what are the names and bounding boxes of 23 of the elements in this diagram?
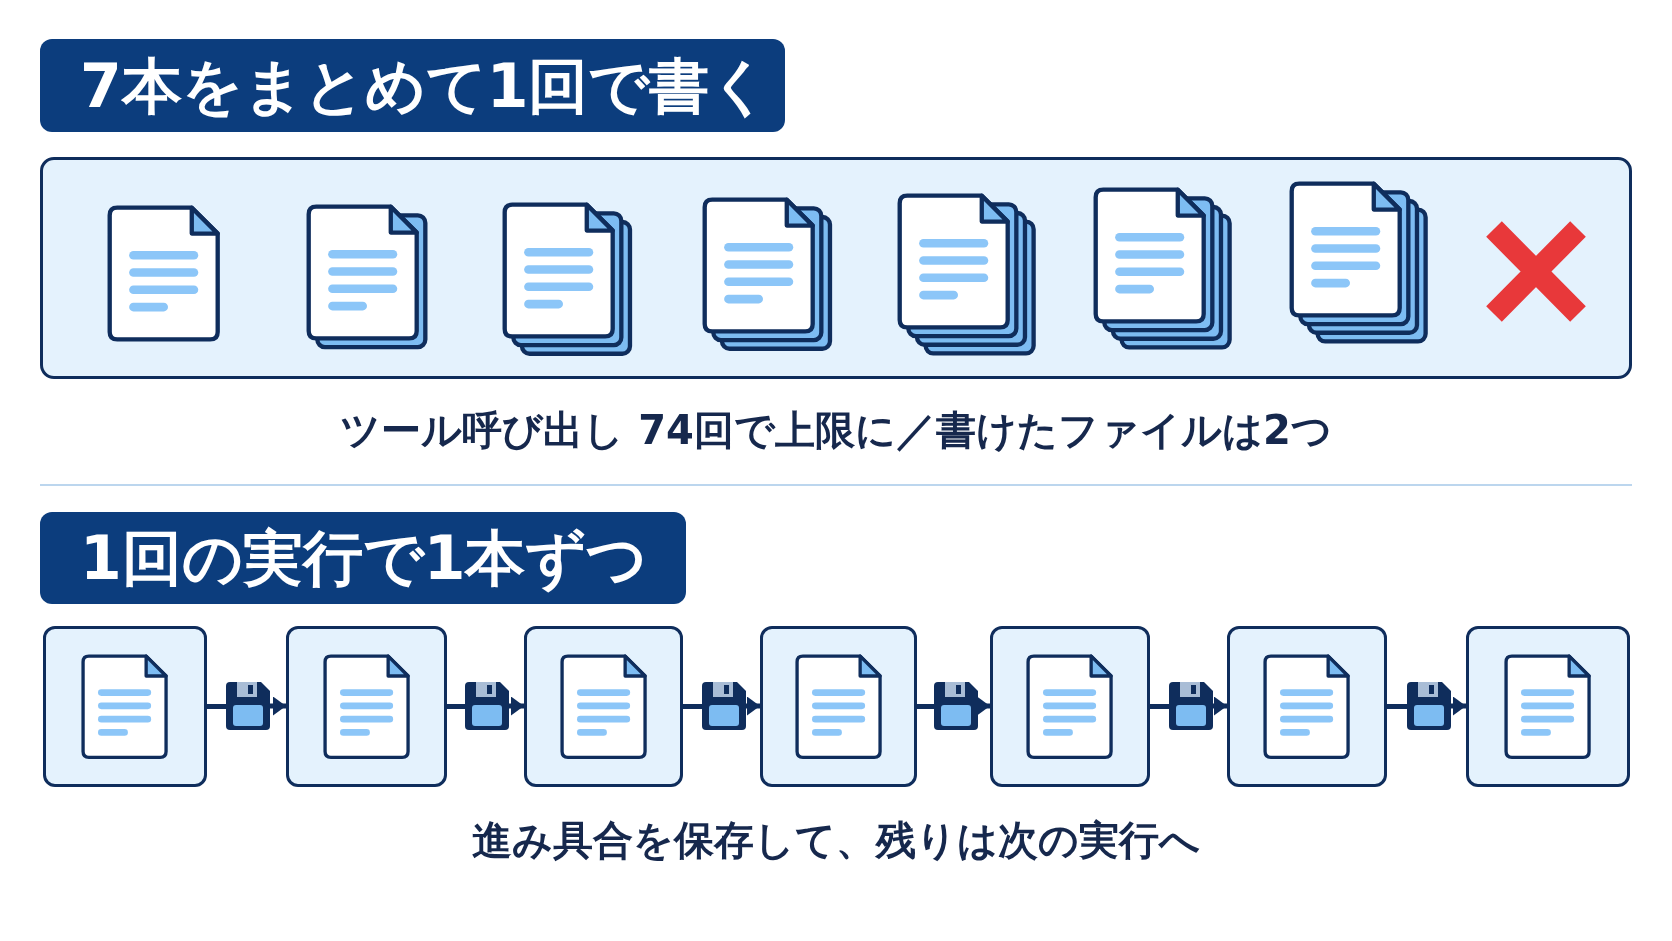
- arrow: [270, 696, 286, 716]
- step-box: [1466, 626, 1630, 787]
- caption: ツール呼び出し 74回で上限に／書けたファイルは2つ: [340, 406, 1332, 454]
- arrow: [977, 696, 990, 716]
- caption: 進み具合を保存して、残りは次の実行へ: [472, 816, 1200, 864]
- section-heading: 7本をまとめて1回で書く: [40, 39, 785, 132]
- connector-line: [1150, 704, 1169, 709]
- arrow: [1451, 696, 1466, 716]
- arrow: [746, 696, 760, 716]
- step-box: [990, 626, 1150, 787]
- connector-line: [207, 704, 226, 709]
- connector-line: [683, 704, 702, 709]
- arrow: [509, 696, 524, 716]
- section-heading: 1回の実行で1本ずつ: [40, 512, 686, 604]
- step-box: [286, 626, 447, 787]
- connector-line: [1387, 704, 1407, 709]
- connector-line: [447, 704, 465, 709]
- arrow: [1213, 696, 1227, 716]
- step-box: [43, 626, 207, 787]
- step-box: [1227, 626, 1387, 787]
- step-box: [524, 626, 683, 787]
- step-box: [760, 626, 917, 787]
- connector-line: [917, 704, 934, 709]
